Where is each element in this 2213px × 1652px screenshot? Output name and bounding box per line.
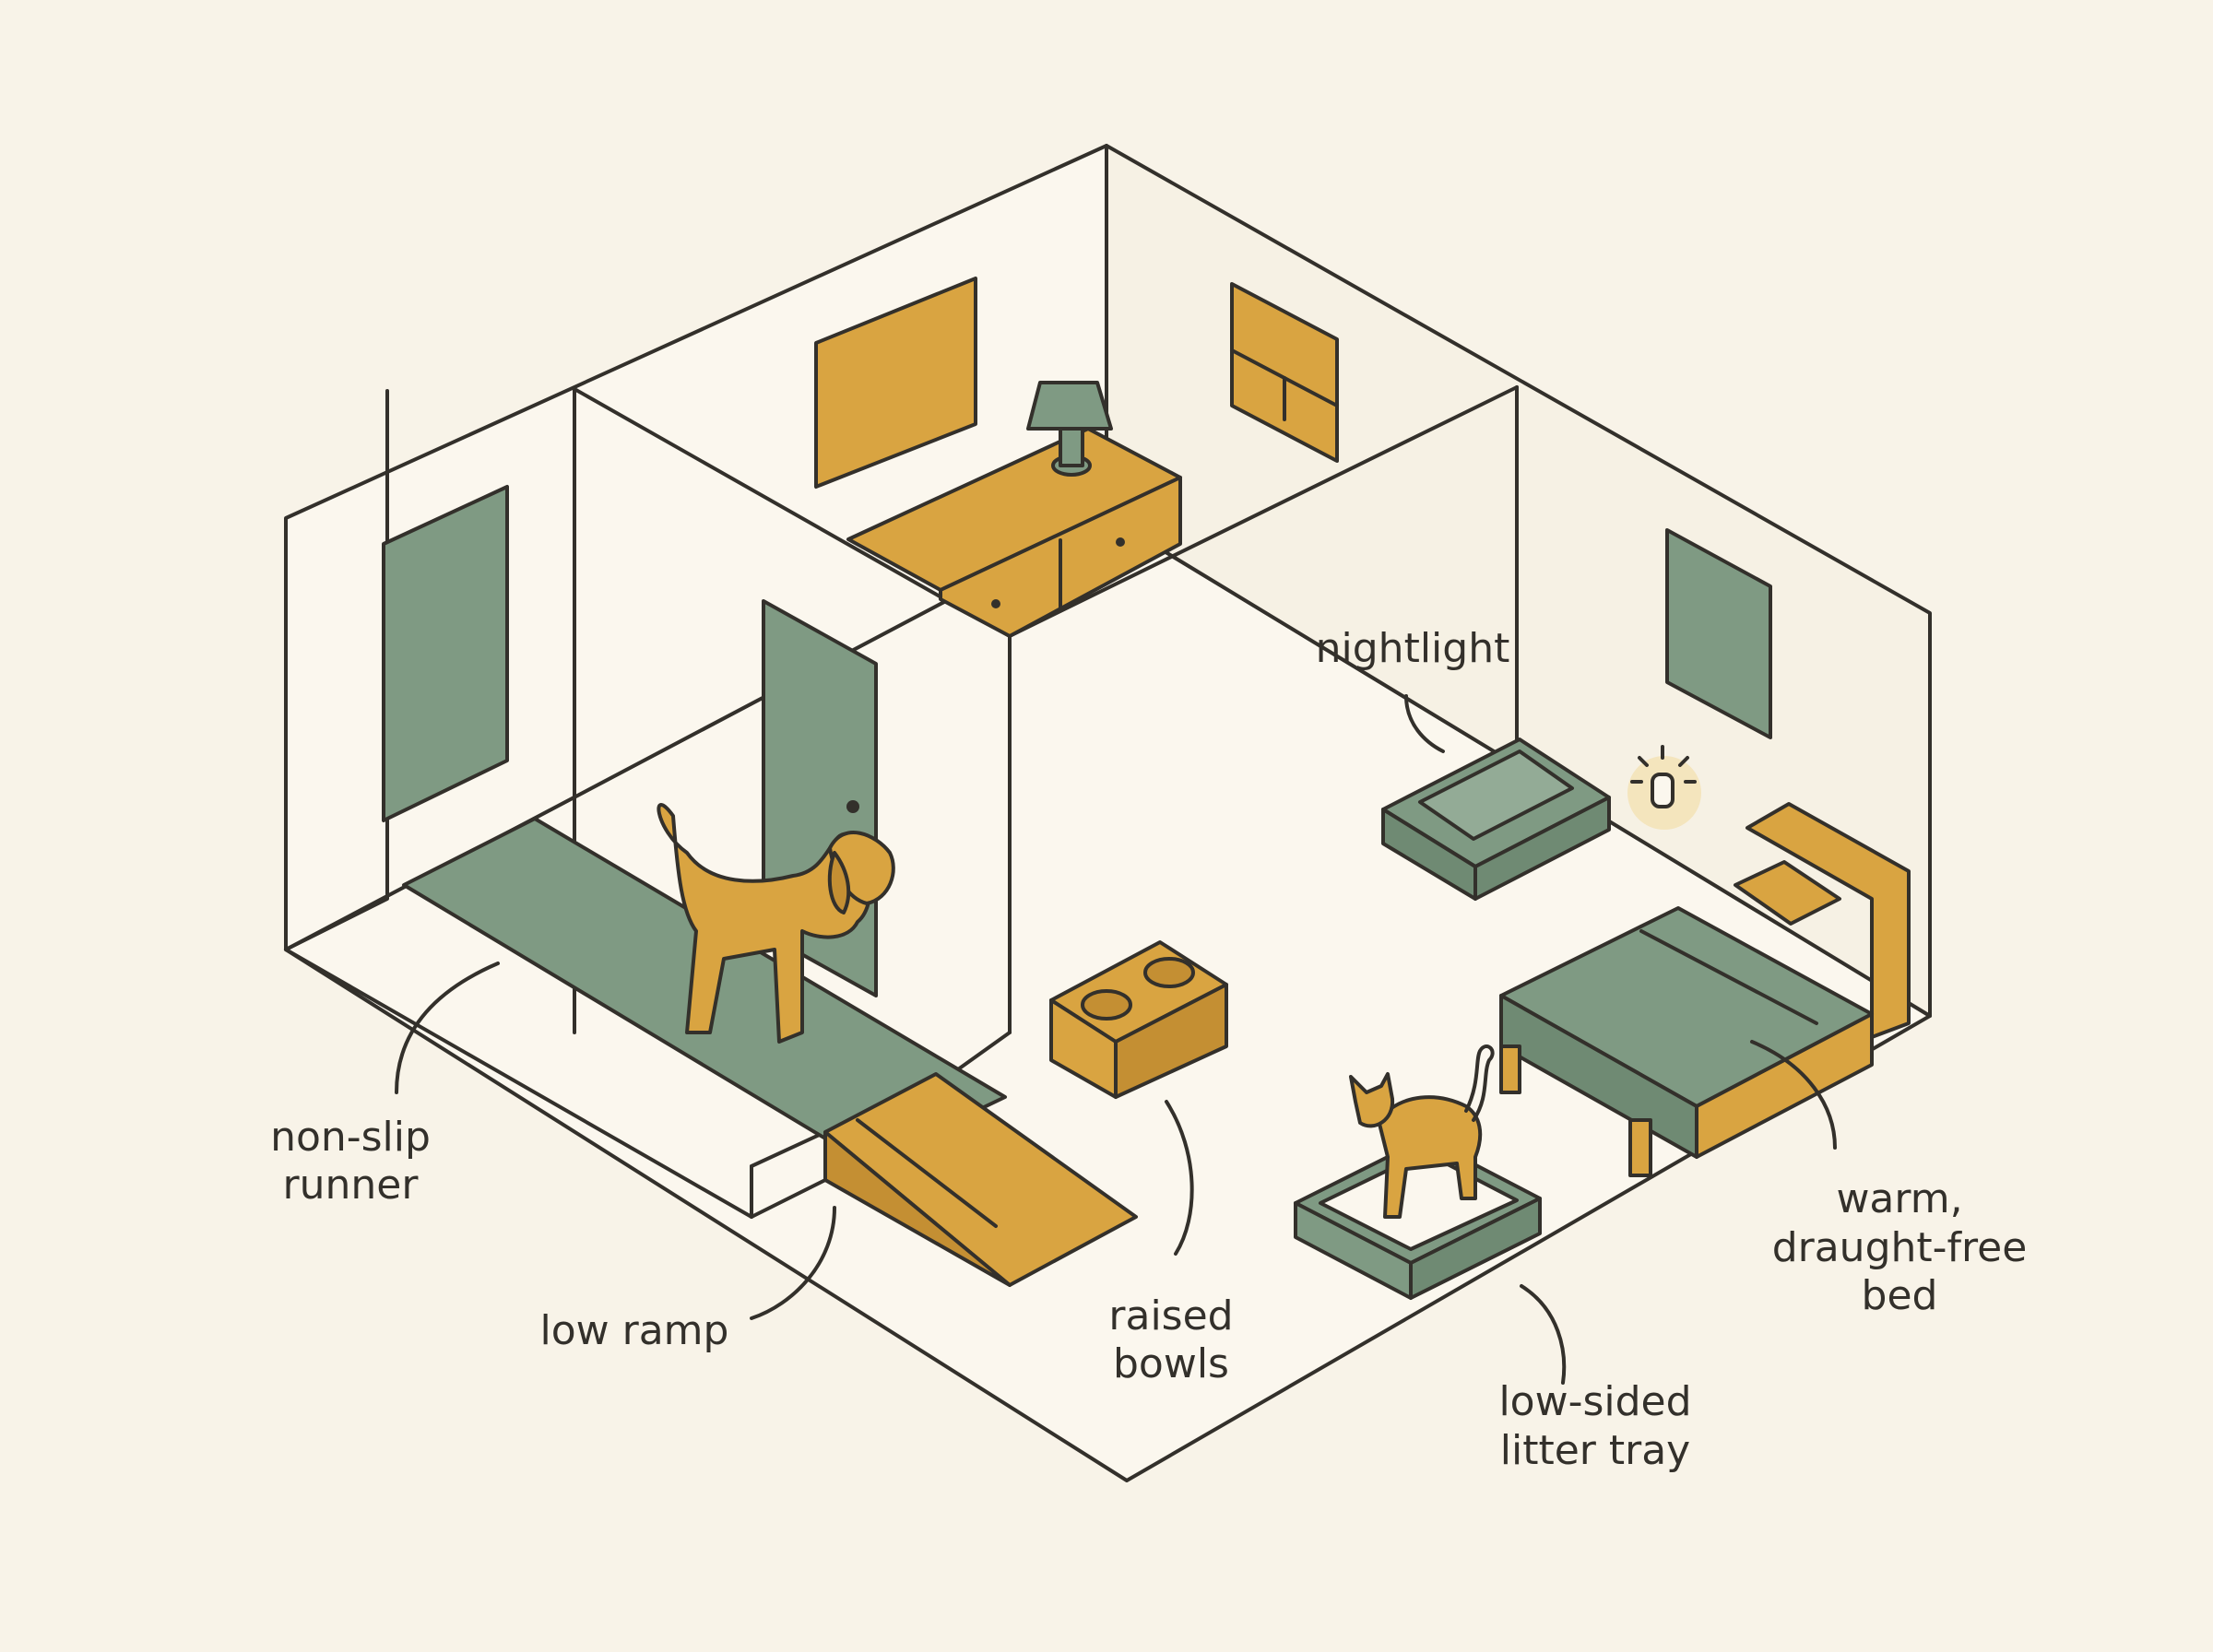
left-window	[382, 485, 509, 822]
litter-tray	[1294, 1137, 1542, 1300]
svg-text:runner: runner	[283, 1162, 420, 1209]
svg-text:raised: raised	[1108, 1292, 1233, 1339]
svg-text:warm,: warm,	[1836, 1175, 1962, 1222]
picture-frame	[814, 277, 977, 489]
label-ramp: low ramp	[540, 1307, 729, 1354]
label-bowls: raised bowls	[1108, 1292, 1233, 1387]
svg-text:non-slip: non-slip	[270, 1114, 431, 1161]
svg-text:litter tray: litter tray	[1500, 1427, 1690, 1474]
leader-lines	[395, 694, 1837, 1385]
svg-text:bed: bed	[1862, 1272, 1938, 1319]
label-runner: non-slip runner	[270, 1114, 431, 1209]
pet-bed	[1381, 738, 1611, 901]
raised-bowls	[1049, 940, 1228, 1099]
svg-text:bowls: bowls	[1113, 1340, 1229, 1387]
right-window	[1665, 528, 1772, 739]
label-litter: low-sided litter tray	[1498, 1378, 1691, 1474]
wall-decor	[382, 277, 1772, 822]
label-bed: warm, draught-free bed	[1772, 1175, 2028, 1319]
svg-text:nightlight: nightlight	[1316, 625, 1510, 672]
label-nightlight: nightlight	[1316, 625, 1510, 672]
svg-text:low-sided: low-sided	[1498, 1378, 1691, 1425]
dresser	[846, 381, 1182, 638]
dog-icon	[657, 802, 895, 1044]
cat-icon	[1349, 1044, 1495, 1219]
lamp-icon	[1026, 381, 1113, 477]
back-window	[1230, 282, 1339, 463]
low-ramp	[823, 1072, 1138, 1287]
svg-text:low ramp: low ramp	[540, 1307, 729, 1354]
svg-text:draught-free: draught-free	[1772, 1224, 2028, 1271]
nightlight-icon	[1627, 745, 1701, 830]
